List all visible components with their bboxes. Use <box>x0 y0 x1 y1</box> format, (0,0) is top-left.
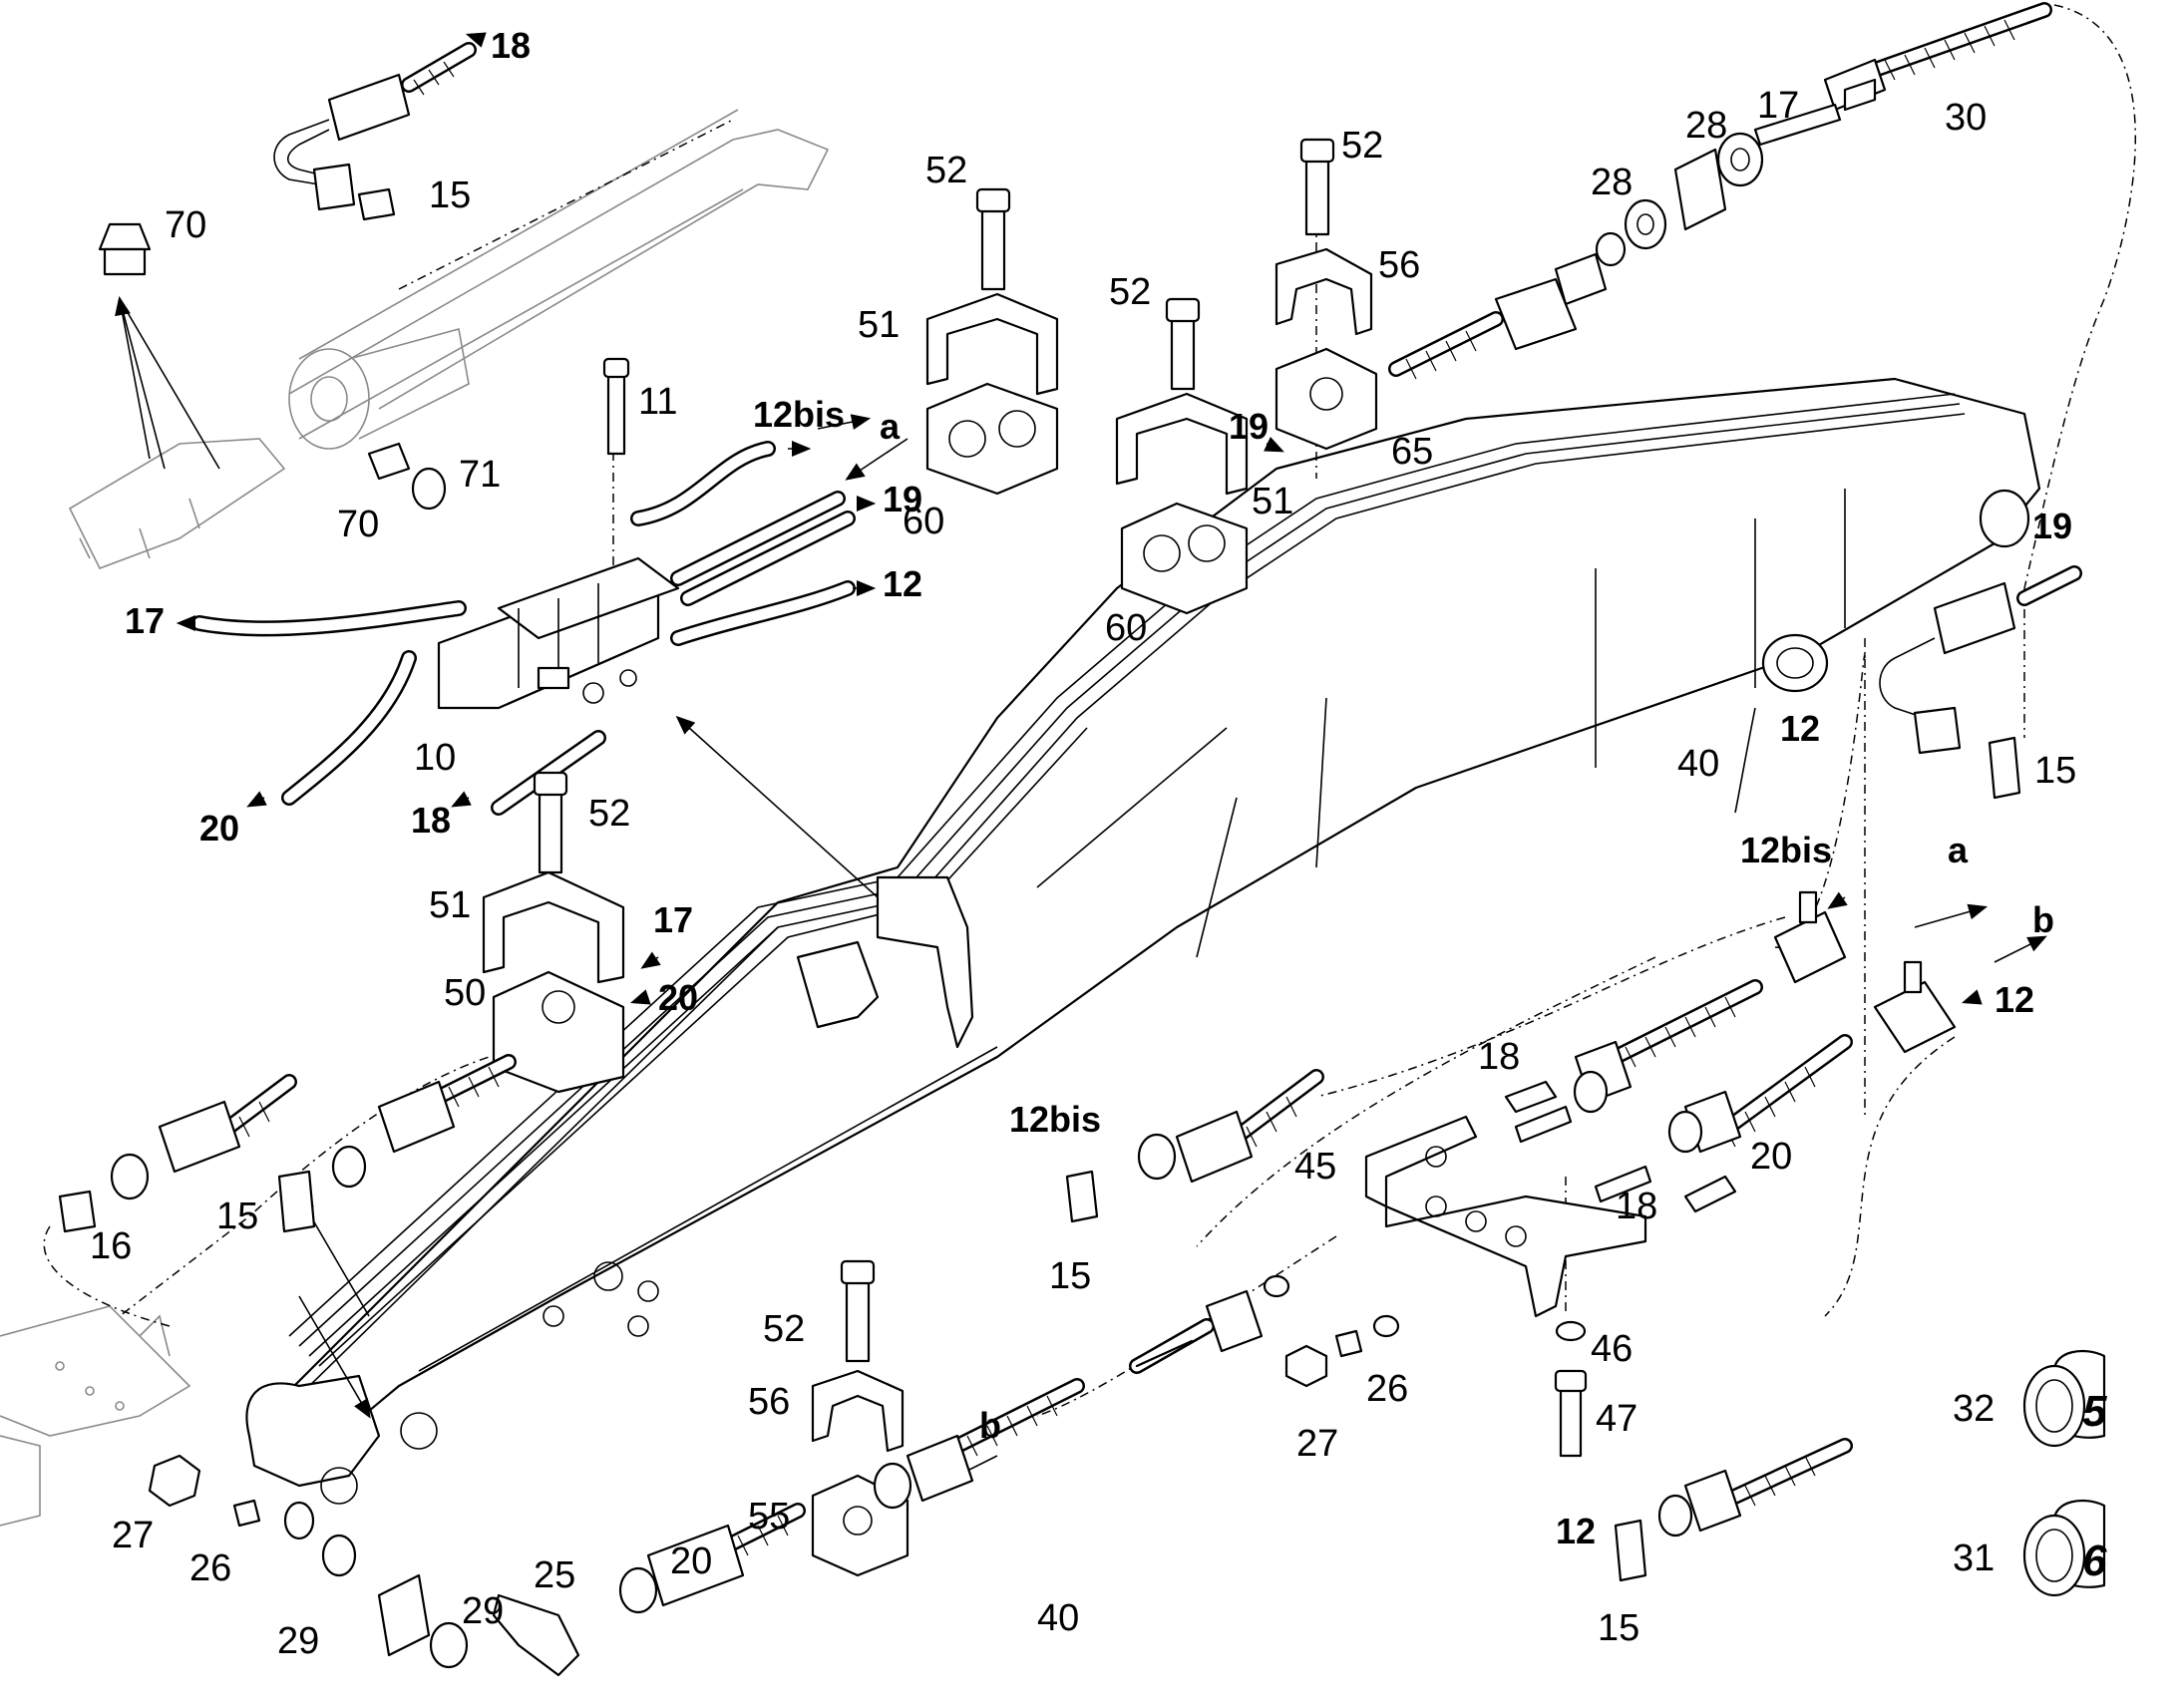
label-52: 52 <box>588 793 630 835</box>
label-46: 46 <box>1591 1328 1633 1370</box>
label-56: 56 <box>748 1381 790 1423</box>
label-70: 70 <box>337 504 379 545</box>
manifold-block <box>437 556 680 710</box>
label-12bis: 12bis <box>753 394 845 435</box>
label-52: 52 <box>763 1308 805 1350</box>
cap-32-number: 5 <box>2082 1387 2107 1436</box>
part-labels: 70 18 15 11 12bis a 52 51 60 52 52 56 51… <box>90 25 2076 1662</box>
label-60: 60 <box>903 501 944 542</box>
label-47: 47 <box>1596 1398 1637 1440</box>
label-b: b <box>979 1405 1001 1446</box>
label-19: 19 <box>2032 506 2072 546</box>
label-29: 29 <box>277 1620 319 1662</box>
label-28: 28 <box>1685 105 1727 147</box>
label-a: a <box>1948 830 1969 870</box>
label-15: 15 <box>1049 1255 1091 1297</box>
label-25: 25 <box>534 1554 575 1596</box>
label-65: 65 <box>1391 431 1433 473</box>
clamp-top-right <box>1274 247 1378 451</box>
cap-31-number: 6 <box>2082 1537 2107 1585</box>
boom-arm <box>245 377 2041 1505</box>
label-45: 45 <box>1294 1146 1336 1188</box>
leader-lines <box>115 295 2047 1488</box>
label-51: 51 <box>429 884 471 926</box>
label-29: 29 <box>462 1590 504 1632</box>
label-18: 18 <box>491 25 531 66</box>
label-a: a <box>880 406 901 447</box>
label-50: 50 <box>444 972 486 1014</box>
track-frame <box>0 1305 191 1527</box>
label-52: 52 <box>1341 125 1383 167</box>
label-52: 52 <box>925 150 967 191</box>
label-19: 19 <box>883 479 922 519</box>
label-17: 17 <box>653 899 693 940</box>
label-20: 20 <box>670 1540 712 1582</box>
clamp-top-upper <box>925 292 1059 496</box>
bolts <box>533 138 1588 1458</box>
label-51: 51 <box>858 304 900 346</box>
small-fittings <box>58 187 2021 1669</box>
label-30: 30 <box>1945 97 1987 139</box>
label-20: 20 <box>658 977 698 1018</box>
manifold-hoses <box>191 441 856 816</box>
cap-31: 6 <box>2022 1499 2107 1597</box>
label-15: 15 <box>429 174 471 216</box>
label-12bis: 12bis <box>1740 830 1832 870</box>
hoses-with-fittings <box>110 2 2082 1677</box>
label-71: 71 <box>459 454 501 496</box>
label-18: 18 <box>1616 1186 1657 1227</box>
label-60: 60 <box>1105 607 1147 649</box>
label-15: 15 <box>1598 1607 1639 1649</box>
label-28: 28 <box>1591 162 1633 203</box>
label-31: 31 <box>1953 1537 1995 1579</box>
label-27: 27 <box>1296 1423 1338 1465</box>
label-32: 32 <box>1953 1388 1995 1430</box>
label-51: 51 <box>1252 481 1293 522</box>
label-b: b <box>2032 899 2054 940</box>
label-18: 18 <box>411 800 451 841</box>
label-15: 15 <box>2034 750 2076 792</box>
label-17: 17 <box>125 600 165 641</box>
label-56: 56 <box>1378 244 1420 286</box>
flow-arrows <box>176 32 1983 1005</box>
label-19: 19 <box>1229 406 1269 447</box>
label-26: 26 <box>1366 1368 1408 1410</box>
label-12: 12 <box>1995 979 2034 1020</box>
label-26: 26 <box>189 1547 231 1589</box>
label-27: 27 <box>112 1515 154 1556</box>
label-20: 20 <box>199 808 239 849</box>
label-20: 20 <box>1750 1136 1792 1178</box>
boom-cylinder <box>68 109 830 570</box>
label-12: 12 <box>883 563 922 604</box>
label-40: 40 <box>1677 743 1719 785</box>
label-12bis: 12bis <box>1009 1099 1101 1140</box>
label-52: 52 <box>1109 271 1151 313</box>
label-18: 18 <box>1478 1036 1520 1078</box>
label-16: 16 <box>90 1225 132 1267</box>
label-15: 15 <box>216 1196 258 1237</box>
label-70: 70 <box>165 204 206 246</box>
cap-32: 5 <box>2022 1349 2107 1448</box>
bracket-45 <box>1364 1115 1647 1318</box>
label-55: 55 <box>748 1496 790 1537</box>
label-11: 11 <box>638 381 677 423</box>
label-40: 40 <box>1037 1597 1079 1639</box>
clamp-top-middle <box>1115 392 1249 615</box>
label-12: 12 <box>1556 1511 1596 1551</box>
label-12: 12 <box>1780 708 1820 749</box>
label-10: 10 <box>414 737 456 779</box>
label-17: 17 <box>1757 85 1799 127</box>
